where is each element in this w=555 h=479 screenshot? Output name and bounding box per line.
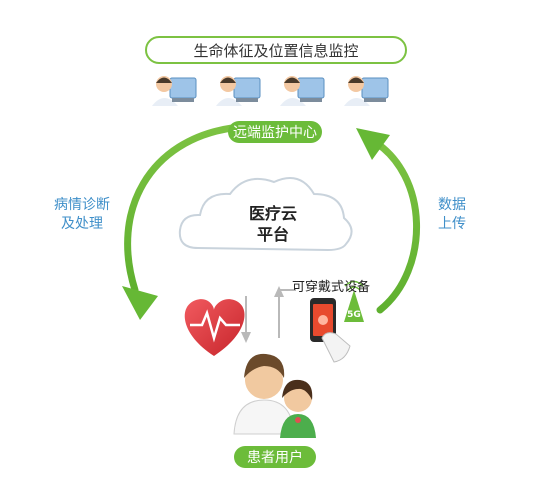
phone-icon — [310, 298, 351, 363]
doctor-icon — [216, 76, 261, 106]
signal-badge: 5G — [347, 310, 361, 320]
doctor-icon — [344, 76, 389, 106]
bottom-label: 患者用户 — [234, 446, 316, 468]
right-label-line: 上传 — [438, 216, 466, 232]
cloud-label-line: 医疗云 — [248, 204, 297, 223]
left-label-line: 及处理 — [61, 216, 103, 232]
right-cycle-arrow — [356, 128, 420, 314]
right-label-line: 数据 — [438, 197, 466, 213]
right-label: 数据 上传 — [432, 196, 472, 234]
top-banner: 生命体征及位置信息监控 — [145, 36, 407, 64]
left-label: 病情诊断 及处理 — [52, 196, 112, 234]
patients-icon — [233, 353, 316, 438]
left-cycle-arrow — [122, 124, 236, 320]
cloud-label-line: 平台 — [256, 225, 289, 244]
cloud-icon — [178, 177, 353, 252]
heart-icon — [184, 299, 245, 356]
download-arrow-icon — [241, 296, 251, 343]
left-label-line: 病情诊断 — [54, 197, 110, 213]
wearable-label: 可穿戴式设备 — [292, 280, 371, 295]
cloud-label: 医疗云 平台 — [228, 203, 318, 245]
doctor-workstations — [152, 76, 389, 106]
center-label: 远端监护中心 — [228, 121, 322, 143]
signal-5g-icon — [344, 280, 364, 322]
doctor-icon — [280, 76, 325, 106]
upload-arrow-icon — [274, 286, 296, 338]
doctor-icon — [152, 76, 197, 106]
